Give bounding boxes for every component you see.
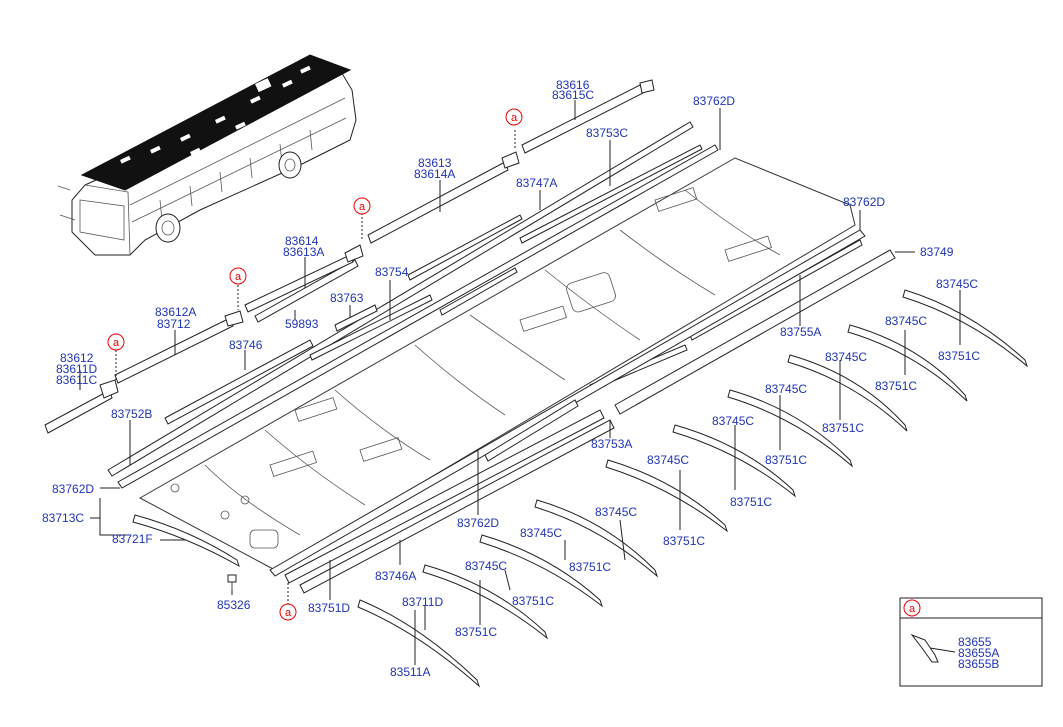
- svg-text:a: a: [113, 337, 120, 349]
- label-83751D: 83751D: [308, 601, 350, 615]
- label-83751C-6: 83751C: [663, 534, 705, 548]
- roof-bows: [132, 289, 1029, 688]
- part-labels: 83616 83615C 83762D 83753C 83613 83614A …: [42, 78, 999, 679]
- label-83745C-8: 83745C: [520, 526, 562, 540]
- label-83612A: 83612A: [155, 305, 196, 319]
- label-83751C-3: 83751C: [822, 421, 864, 435]
- marker-pointers: [115, 130, 516, 605]
- label-83755A: 83755A: [780, 325, 821, 339]
- marker-a-2: a: [353, 197, 371, 215]
- label-83745C-6: 83745C: [647, 453, 689, 467]
- label-83752B: 83752B: [111, 407, 152, 421]
- label-83746A: 83746A: [375, 569, 416, 583]
- label-83745C-2: 83745C: [885, 314, 927, 328]
- label-83751C-5: 83751C: [730, 495, 772, 509]
- bus-illustration: [57, 54, 357, 256]
- label-83613A: 83613A: [283, 245, 324, 259]
- marker-a-4: a: [107, 333, 125, 351]
- label-83614A: 83614A: [414, 167, 455, 181]
- label-83713C: 83713C: [42, 511, 84, 525]
- label-83745C-9: 83745C: [465, 559, 507, 573]
- label-83762D-left: 83762D: [52, 482, 94, 496]
- label-83751C-2: 83751C: [875, 379, 917, 393]
- label-83745C-1: 83745C: [936, 277, 978, 291]
- label-83745C-3: 83745C: [825, 350, 867, 364]
- label-83616: 83616: [556, 78, 590, 92]
- label-83611C: 83611C: [56, 373, 97, 387]
- label-59893: 59893: [285, 317, 319, 331]
- svg-text:a: a: [235, 271, 242, 283]
- label-83655: 83655: [958, 635, 992, 649]
- label-83753C: 83753C: [586, 126, 628, 140]
- label-83762D-right: 83762D: [843, 195, 885, 209]
- marker-a-1: a: [505, 108, 523, 126]
- svg-text:a: a: [285, 607, 292, 619]
- label-83751C-8: 83751C: [512, 594, 554, 608]
- roof-panel: [138, 157, 856, 571]
- label-85326: 85326: [217, 598, 251, 612]
- label-83711D: 83711D: [402, 595, 443, 609]
- label-83751C-1: 83751C: [938, 349, 980, 363]
- label-83615C: 83615C: [552, 88, 594, 102]
- label-83753A: 83753A: [591, 437, 632, 451]
- corner-moldings: [44, 79, 655, 434]
- label-83613: 83613: [418, 156, 452, 170]
- label-83655A: 83655A: [958, 646, 999, 660]
- svg-text:a: a: [511, 112, 518, 124]
- label-83763: 83763: [330, 291, 364, 305]
- svg-text:a: a: [359, 201, 366, 213]
- label-83511A: 83511A: [390, 665, 430, 679]
- label-83745C-4: 83745C: [765, 382, 807, 396]
- label-83612: 83612: [60, 351, 94, 365]
- label-83751C-9: 83751C: [455, 625, 497, 639]
- label-83754: 83754: [375, 265, 409, 279]
- label-83611D: 83611D: [56, 362, 97, 376]
- long-rails: [107, 121, 896, 594]
- label-83751C-4: 83751C: [765, 453, 807, 467]
- svg-text:a: a: [909, 603, 916, 615]
- label-83746: 83746: [229, 338, 263, 352]
- label-83745C-5: 83745C: [712, 414, 754, 428]
- label-83762D-top: 83762D: [693, 94, 735, 108]
- leader-lines: [79, 100, 961, 665]
- label-83721F: 83721F: [112, 532, 153, 546]
- label-83747A: 83747A: [516, 176, 557, 190]
- detail-inset: a: [899, 597, 1043, 687]
- label-83655B: 83655B: [958, 657, 999, 671]
- label-83762D-bottom: 83762D: [457, 516, 499, 530]
- label-83614: 83614: [285, 234, 319, 248]
- marker-a-5: a: [279, 603, 297, 621]
- label-83749: 83749: [920, 245, 954, 259]
- clip-85326: [227, 574, 237, 590]
- marker-a-3: a: [229, 267, 247, 285]
- label-83751C-7: 83751C: [569, 560, 611, 574]
- label-83745C-7: 83745C: [595, 505, 637, 519]
- label-83712: 83712: [157, 317, 191, 331]
